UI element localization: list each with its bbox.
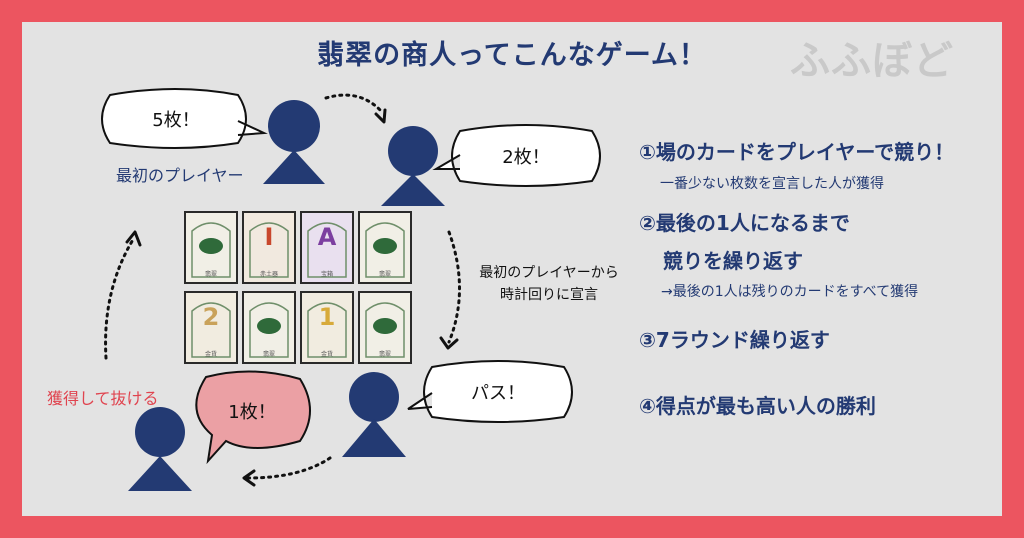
player-third-icon: [342, 372, 406, 457]
rule-2-line2: 競りを繰り返す: [663, 249, 803, 273]
watermark: ふふぼど: [790, 38, 954, 84]
rule-1: ①場のカードをプレイヤーで競り！: [639, 140, 955, 164]
rule-3: ③7ラウンド繰り返す: [639, 328, 830, 352]
player-fourth-icon: [128, 407, 192, 491]
card-caption: 赤土器: [259, 271, 278, 278]
card-jade: 翡翠: [358, 291, 412, 364]
rule-2-sub: →最後の1人は残りのカードをすべて獲得: [661, 284, 919, 300]
bubble-pass: パス！: [407, 360, 578, 423]
arrow-top: [324, 93, 384, 114]
player-second-icon: [381, 126, 445, 206]
rule-4: ④得点が最も高い人の勝利: [639, 394, 876, 418]
rule-2: ②最後の1人になるまで: [639, 211, 850, 235]
card-letter: 1 金貨: [300, 291, 354, 364]
card-caption: 翡翠: [262, 351, 275, 358]
jade-stone-icon: [373, 318, 397, 334]
player-first-icon: [263, 100, 325, 184]
card-caption: 翡翠: [204, 271, 217, 278]
card-letter: 2 金貨: [184, 291, 238, 364]
bubble-two: 2枚！: [432, 124, 606, 187]
jade-stone-icon: [257, 318, 281, 334]
jade-stone-icon: [199, 238, 223, 254]
bubble-two-text: 2枚！: [502, 147, 550, 168]
rule-1-sub: 一番少ない枚数を宣言した人が獲得: [660, 176, 884, 192]
bubble-five: 5枚！: [98, 88, 268, 149]
first-player-label: 最初のプレイヤー: [116, 166, 244, 185]
card-glyph: I: [264, 223, 274, 251]
card-jade: 翡翠: [242, 291, 296, 364]
clockwise-note-line2: 時計回りに宣言: [500, 287, 598, 303]
card-jade: 翡翠: [184, 211, 238, 284]
card-jade: 翡翠: [358, 211, 412, 284]
card-glyph: 2: [202, 303, 220, 331]
clockwise-note-line1: 最初のプレイヤーから: [479, 265, 619, 281]
arrow-bottom: [246, 456, 332, 480]
card-caption: 翡翠: [378, 351, 391, 358]
card-glyph: 1: [318, 303, 336, 331]
bubble-pass-text: パス！: [471, 383, 525, 404]
card-caption: 金貨: [204, 351, 217, 358]
arrow-left: [104, 236, 136, 360]
card-glyph: A: [317, 223, 337, 251]
clockwise-note: 最初のプレイヤーから 時計回りに宣言: [474, 262, 624, 306]
bubble-one: 1枚！: [186, 370, 318, 465]
bubble-five-text: 5枚！: [152, 110, 200, 131]
card-caption: 宝箱: [320, 271, 333, 278]
card-letter: I 赤土器: [242, 211, 296, 284]
bubble-one-text: 1枚！: [228, 402, 276, 423]
card-letter: A 宝箱: [300, 211, 354, 284]
page-title: 翡翠の商人ってこんなゲーム！: [317, 40, 707, 71]
arrow-right: [447, 230, 461, 344]
card-caption: 翡翠: [378, 271, 391, 278]
acquire-exit-label: 獲得して抜ける: [47, 389, 159, 408]
card-caption: 金貨: [320, 351, 333, 358]
jade-stone-icon: [373, 238, 397, 254]
